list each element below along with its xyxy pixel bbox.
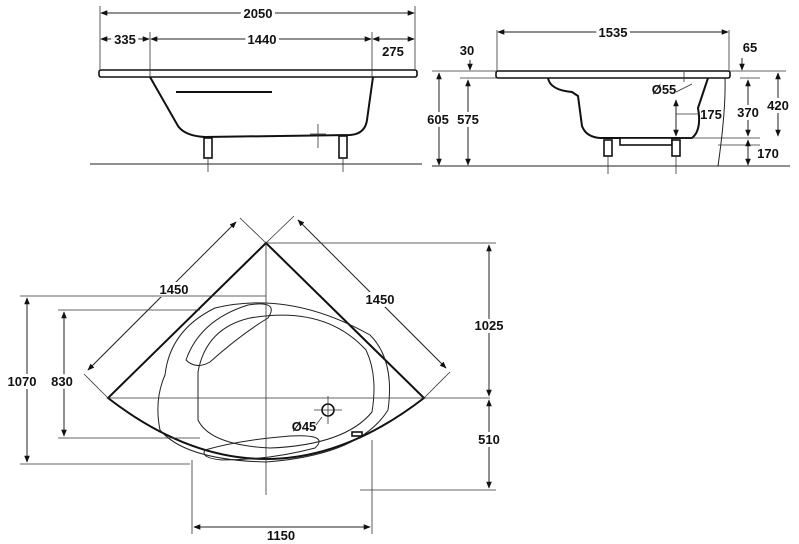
end-rim: [495, 70, 731, 79]
dim-label-rim-drop: 65: [743, 40, 757, 55]
dim-label-drain-offset: 175: [700, 107, 722, 122]
end-leg-right: [671, 139, 681, 157]
dim-label-overall-width: 1535: [599, 25, 628, 40]
side-leg-left: [203, 137, 213, 159]
dim-label-leg-height: 170: [757, 146, 779, 161]
end-drain-pipe: [619, 137, 673, 146]
dim-label-overall-left: 1070: [8, 374, 37, 389]
dim-label-drain-diameter: Ø55: [652, 82, 677, 97]
dim-line-side-right: [297, 219, 447, 369]
plan-view: Ø45 1450 1450 1025 510 1070 830 1150: [5, 215, 506, 543]
plan-overflow: [351, 431, 363, 437]
dim-label-depth-right: 1025: [475, 318, 504, 333]
end-leg-left: [603, 139, 613, 157]
end-panel-edge: [717, 77, 726, 167]
dim-label-side-right: 1450: [366, 292, 395, 307]
dim-label-rim-thickness: 30: [460, 43, 474, 58]
plan-headrest-bottom: [203, 435, 320, 461]
end-view: 1535 30 65 605 575 Ø55 175 370 420 170: [424, 22, 792, 174]
side-rim: [98, 69, 418, 78]
dim-label-front-right: 510: [478, 432, 500, 447]
dim-label-side-left: 1450: [160, 282, 189, 297]
dim-label-left-offset: 335: [114, 32, 136, 47]
dim-label-total-height: 605: [427, 112, 449, 127]
dim-label-bottom-width: 1150: [267, 528, 295, 543]
dim-label-plan-drain: Ø45: [292, 419, 317, 434]
dim-label-bath-height: 575: [457, 112, 479, 127]
side-view: 2050 335 1440 275: [90, 3, 422, 172]
plan-basin-floor: [197, 314, 375, 449]
dim-label-tub-depth: 370: [737, 105, 759, 120]
dim-label-inner-left: 830: [51, 374, 73, 389]
side-tub-body: [149, 76, 374, 139]
dim-label-overall-depth: 420: [767, 98, 789, 113]
dim-label-right-offset: 275: [382, 44, 404, 59]
plan-headrest-top: [185, 303, 272, 366]
side-leg-right: [338, 135, 348, 159]
end-tub-body: [547, 77, 709, 139]
dim-label-inner-length: 1440: [248, 32, 277, 47]
dim-label-overall-length: 2050: [244, 6, 273, 21]
